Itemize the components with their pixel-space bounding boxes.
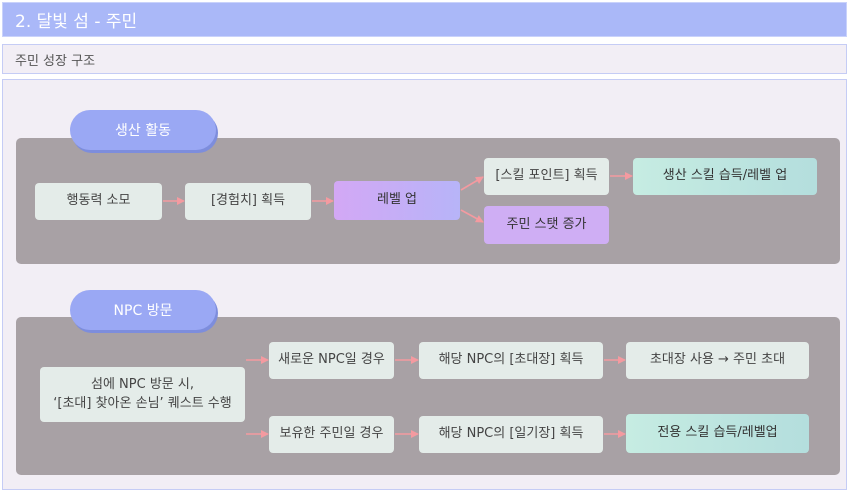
section-subtitle: 주민 성장 구조: [2, 44, 847, 74]
node-skillpoint: [스킬 포인트] 획득: [484, 158, 609, 195]
node-stat-up-text: 주민 스탯 증가: [506, 216, 587, 232]
node-new-npc-text: 새로운 NPC일 경우: [278, 352, 385, 368]
node-exp-text: [경험치] 획득: [210, 193, 286, 209]
section-subtitle-text: 주민 성장 구조: [15, 53, 96, 69]
node-use-invite-text: 초대장 사용 → 주민 초대: [649, 352, 786, 368]
node-skillpoint-text: [스킬 포인트] 획득: [495, 168, 598, 184]
node-npc-trigger-line2: ‘[초대] 찾아온 손님’ 퀘스트 수행: [53, 395, 232, 411]
page-title: 2. 달빛 섬 - 주민: [2, 2, 847, 37]
node-get-invite: 해당 NPC의 [초대장] 획득: [419, 342, 603, 379]
node-use-invite: 초대장 사용 → 주민 초대: [626, 342, 809, 379]
arrow-levelup-skillpoint: [460, 176, 484, 191]
node-levelup: 레벨 업: [334, 181, 460, 220]
page-title-text: 2. 달빛 섬 - 주민: [15, 12, 138, 32]
node-skill-learn-text: 생산 스킬 습득/레벨 업: [662, 168, 788, 184]
production-label-text: 생산 활동: [115, 123, 171, 139]
node-get-diary-text: 해당 NPC의 [일기장] 획득: [438, 426, 584, 442]
node-exclusive-skill-text: 전용 스킬 습득/레벨업: [657, 425, 778, 441]
node-exp: [경험치] 획득: [185, 183, 311, 220]
node-npc-trigger: 섬에 NPC 방문 시, ‘[초대] 찾아온 손님’ 퀘스트 수행: [40, 367, 245, 422]
node-owned-text: 보유한 주민일 경우: [279, 426, 384, 442]
node-stamina-text: 행동력 소모: [66, 193, 131, 209]
npc-visit-label-text: NPC 방문: [113, 303, 173, 319]
npc-visit-label: NPC 방문: [70, 290, 216, 330]
node-stamina: 행동력 소모: [35, 183, 162, 220]
node-new-npc: 새로운 NPC일 경우: [269, 342, 394, 379]
node-get-invite-text: 해당 NPC의 [초대장] 획득: [438, 352, 584, 368]
node-exclusive-skill: 전용 스킬 습득/레벨업: [626, 414, 809, 453]
node-npc-trigger-line1: 섬에 NPC 방문 시,: [91, 376, 194, 392]
node-levelup-text: 레벨 업: [376, 192, 417, 208]
node-stat-up: 주민 스탯 증가: [484, 206, 609, 244]
production-label: 생산 활동: [70, 110, 216, 150]
node-owned: 보유한 주민일 경우: [269, 416, 394, 453]
node-get-diary: 해당 NPC의 [일기장] 획득: [419, 416, 603, 453]
arrow-levelup-statup: [460, 209, 484, 223]
node-skill-learn: 생산 스킬 습득/레벨 업: [633, 158, 817, 195]
